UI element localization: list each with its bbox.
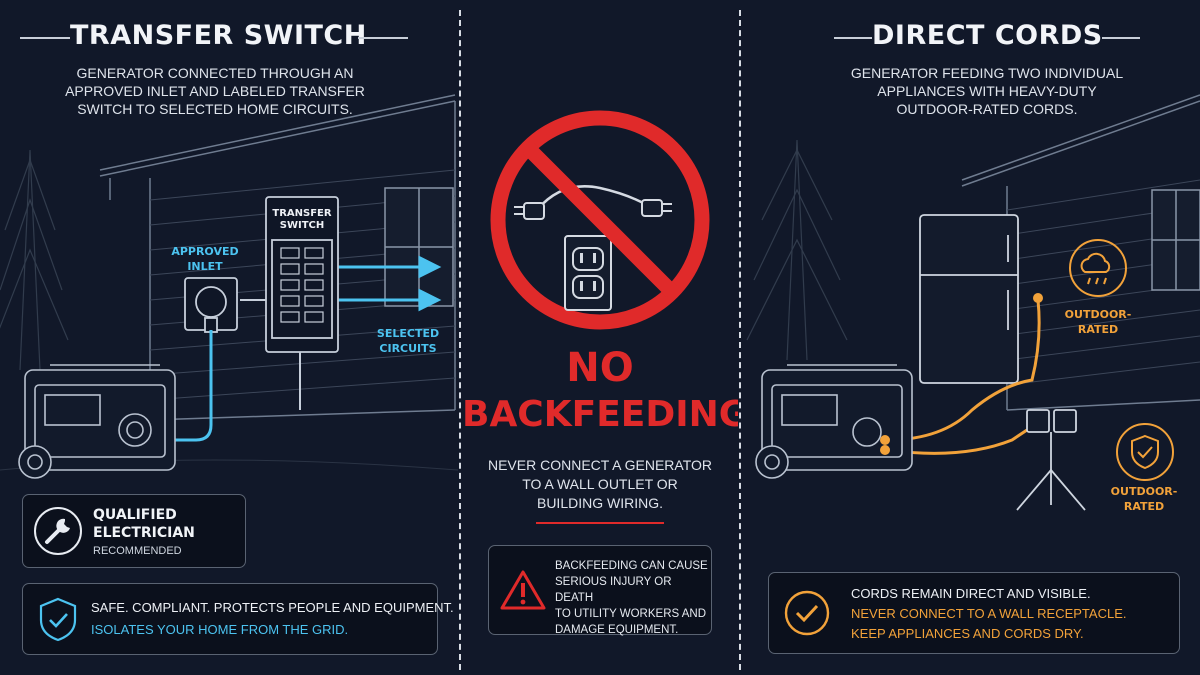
warning-triangle-icon bbox=[500, 570, 546, 610]
electrician-line3: RECOMMENDED bbox=[93, 545, 182, 557]
title-rule-right bbox=[1102, 37, 1140, 39]
generator-left bbox=[18, 364, 176, 479]
no-backfeeding-panel: NO BACKFEEDING NEVER CONNECT A GENERATOR… bbox=[462, 0, 738, 675]
approved-inlet-label: APPROVED INLET bbox=[171, 245, 239, 273]
direct-cords-scene bbox=[746, 94, 1200, 511]
safety-line1: SAFE. COMPLIANT. PROTECTS PEOPLE AND EQU… bbox=[91, 600, 454, 615]
panel-subtitle: GENERATOR FEEDING TWO INDIVIDUAL APPLIAN… bbox=[850, 65, 1124, 117]
check-circle-icon bbox=[784, 590, 830, 636]
refrigerator bbox=[919, 214, 1019, 384]
transfer-switch-label: TRANSFER SWITCH bbox=[272, 208, 332, 231]
direct-cords-info-card: CORDS REMAIN DIRECT AND VISIBLE. NEVER C… bbox=[768, 572, 1180, 654]
title-rule-right bbox=[358, 37, 408, 39]
shield-check-icon bbox=[39, 597, 77, 642]
transfer-switch-panel: TRANSFER SWITCH GENERATOR CONNECTED THRO… bbox=[0, 0, 458, 675]
work-lights bbox=[1016, 409, 1086, 511]
warning-card: BACKFEEDING CAN CAUSE SERIOUS INJURY OR … bbox=[488, 545, 712, 636]
selected-circuits-label: SELECTED CIRCUITS bbox=[376, 327, 440, 355]
title-rule-left bbox=[20, 37, 70, 39]
warning-text: BACKFEEDING CAN CAUSE SERIOUS INJURY OR … bbox=[555, 560, 708, 636]
panel-title: DIRECT CORDS bbox=[872, 20, 1103, 51]
backfeeding-title: BACKFEEDING bbox=[462, 394, 738, 435]
outdoor-rated-label-1: OUTDOOR- RATED bbox=[1064, 308, 1132, 336]
transfer-switch-scene bbox=[0, 94, 458, 479]
electrician-card: QUALIFIED ELECTRICIAN RECOMMENDED bbox=[22, 494, 246, 568]
safety-card: SAFE. COMPLIANT. PROTECTS PEOPLE AND EQU… bbox=[22, 583, 454, 655]
center-red-rule bbox=[536, 522, 664, 524]
safety-line2: ISOLATES YOUR HOME FROM THE GRID. bbox=[91, 622, 349, 637]
shield-badge bbox=[1116, 423, 1174, 481]
center-description: NEVER CONNECT A GENERATOR TO A WALL OUTL… bbox=[487, 457, 713, 511]
wrench-icon bbox=[34, 507, 82, 555]
info-line1: CORDS REMAIN DIRECT AND VISIBLE. bbox=[851, 586, 1091, 601]
electrician-line1: QUALIFIED bbox=[93, 507, 177, 523]
generator-right bbox=[755, 364, 913, 479]
no-backfeed-icon bbox=[490, 110, 710, 330]
title-rule-left bbox=[834, 37, 872, 39]
outdoor-rated-label-2: OUTDOOR- RATED bbox=[1110, 485, 1178, 513]
panel-title: TRANSFER SWITCH bbox=[70, 20, 367, 51]
weather-badge bbox=[1069, 239, 1127, 297]
no-title: NO bbox=[566, 345, 634, 391]
info-line3: KEEP APPLIANCES AND CORDS DRY. bbox=[851, 626, 1084, 641]
info-line2: NEVER CONNECT TO A WALL RECEPTACLE. bbox=[851, 606, 1127, 621]
direct-cords-panel: DIRECT CORDS GENERATOR FEEDING TWO INDIV… bbox=[742, 0, 1200, 675]
divider-right bbox=[739, 10, 741, 670]
divider-left bbox=[459, 10, 461, 670]
panel-subtitle: GENERATOR CONNECTED THROUGH AN APPROVED … bbox=[65, 65, 365, 117]
electrician-line2: ELECTRICIAN bbox=[93, 525, 195, 541]
